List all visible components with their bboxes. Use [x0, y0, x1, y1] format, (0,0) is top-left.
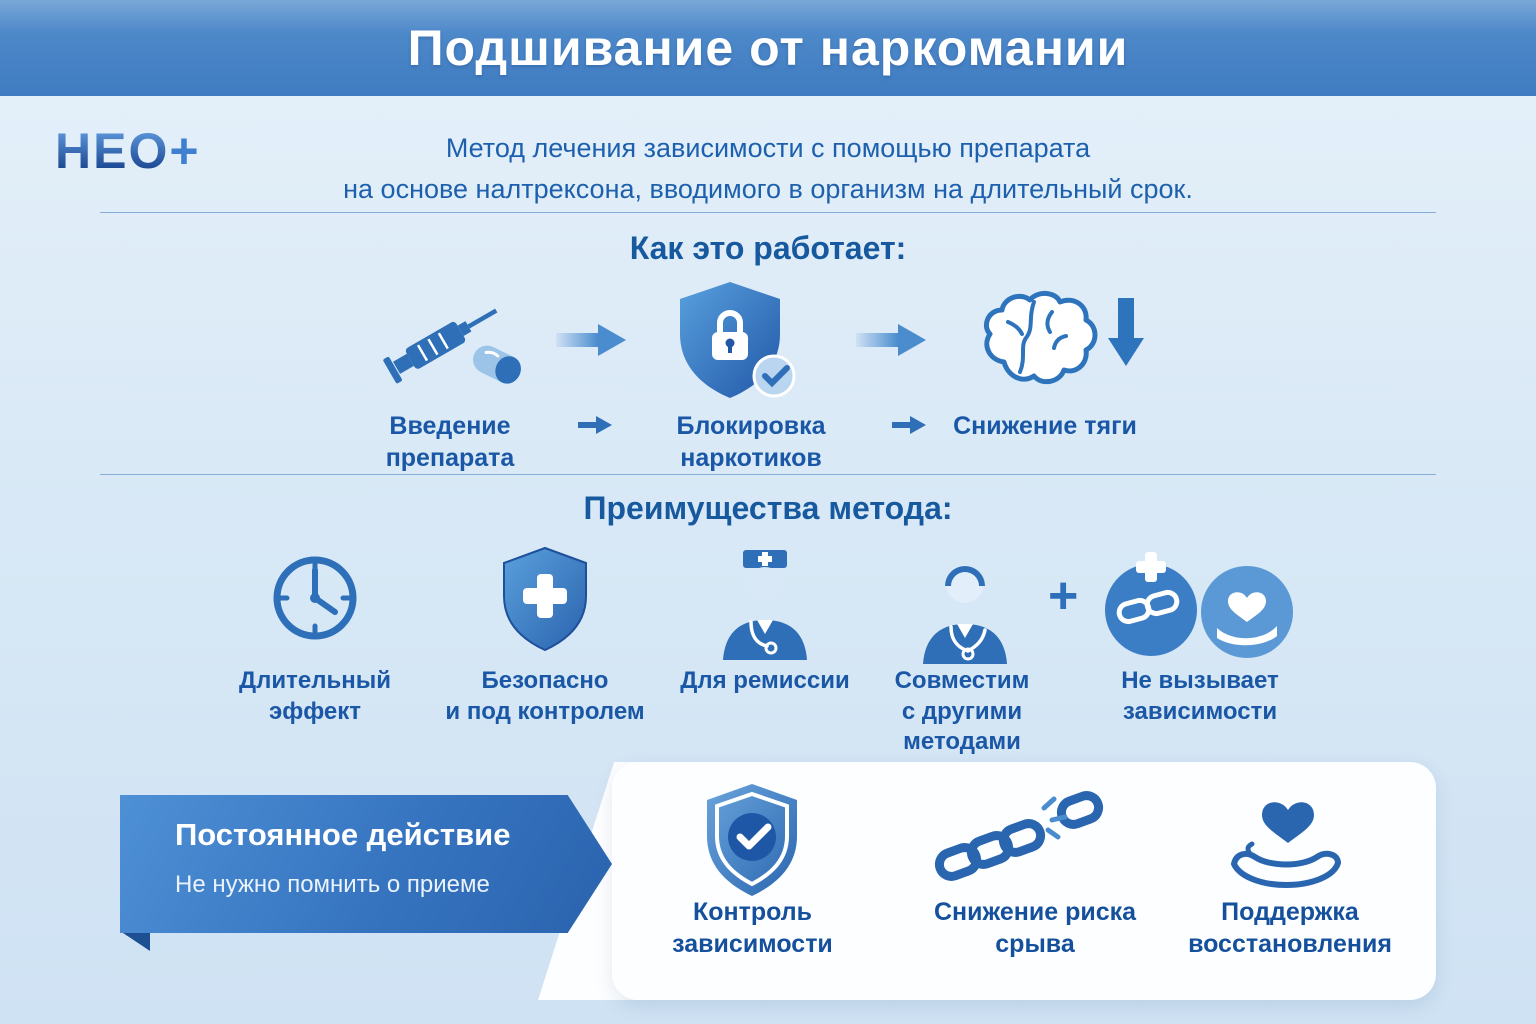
broken-chain-icon [928, 790, 1108, 895]
syringe-pill-icon [378, 282, 533, 397]
plus-icon: + [1048, 567, 1079, 625]
shield-lock-icon [668, 276, 808, 406]
hand-heart-icon [1222, 782, 1352, 899]
benefit-label: Безопасно и под контролем [445, 667, 645, 725]
ribbon-title: Постоянное действие [175, 817, 511, 852]
ribbon-banner: Постоянное действие Не нужно помнить о п… [120, 795, 612, 933]
arrow-right-icon [578, 414, 612, 441]
clock-icon [265, 548, 365, 653]
logo-plus-icon: + [169, 123, 201, 179]
bottom-label: Поддержка восстановления [1188, 898, 1392, 958]
shield-check-icon [697, 780, 807, 905]
bottom-label: Снижение риска срыва [933, 898, 1137, 958]
logo: НЕО+ [55, 122, 201, 180]
how-it-works-heading: Как это работает: [629, 230, 907, 266]
arrow-right-icon [892, 414, 926, 441]
ribbon-fold [120, 931, 150, 951]
brain-decrease-icon [968, 284, 1158, 399]
intro-description: Метод лечения зависимости с помощью преп… [343, 133, 1193, 204]
benefit-label: Длительный эффект [239, 667, 391, 725]
logo-text: НЕО [55, 123, 170, 179]
divider [100, 212, 1436, 213]
benefit-label: Совместим с другими методами [894, 667, 1030, 756]
step-label: Введение препарата [385, 412, 515, 472]
benefits-heading: Преимущества метода: [583, 490, 953, 526]
arrow-right-icon [856, 320, 926, 365]
doctor-icon [705, 540, 825, 670]
doctor-stethoscope-icon [905, 544, 1025, 674]
arrow-right-icon [556, 320, 626, 365]
divider [100, 474, 1436, 475]
header: Подшивание от наркомании [0, 0, 1536, 96]
step-label: Блокировка наркотиков [676, 412, 826, 472]
chain-heart-icon [1095, 548, 1305, 665]
shield-cross-icon [494, 544, 596, 661]
ribbon-subtitle: Не нужно помнить о приеме [175, 871, 490, 898]
benefit-label: Для ремиссии [680, 667, 850, 694]
bottom-label: Контроль зависимости [672, 898, 833, 958]
benefit-label: Не вызывает зависимости [1121, 667, 1279, 725]
step-label: Снижение тяги [953, 412, 1137, 440]
page-title: Подшивание от наркомании [407, 20, 1129, 76]
